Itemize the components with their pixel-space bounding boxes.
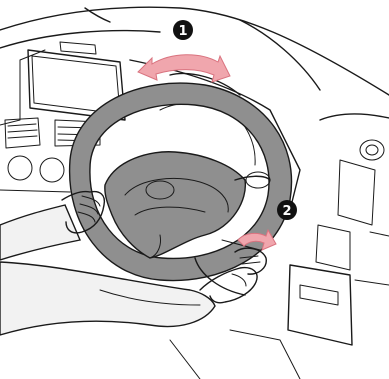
wheel-hub — [105, 152, 246, 258]
telescopic-arrow — [138, 55, 230, 82]
left-sleeve — [0, 205, 80, 260]
telescopic-direction-arrow — [138, 55, 230, 82]
marker-2-label: 2 — [282, 204, 291, 219]
marker-1-label: 1 — [178, 24, 187, 39]
marker-1: 1 — [173, 20, 193, 40]
right-dashboard — [288, 114, 389, 345]
marker-2: 2 — [277, 200, 297, 220]
